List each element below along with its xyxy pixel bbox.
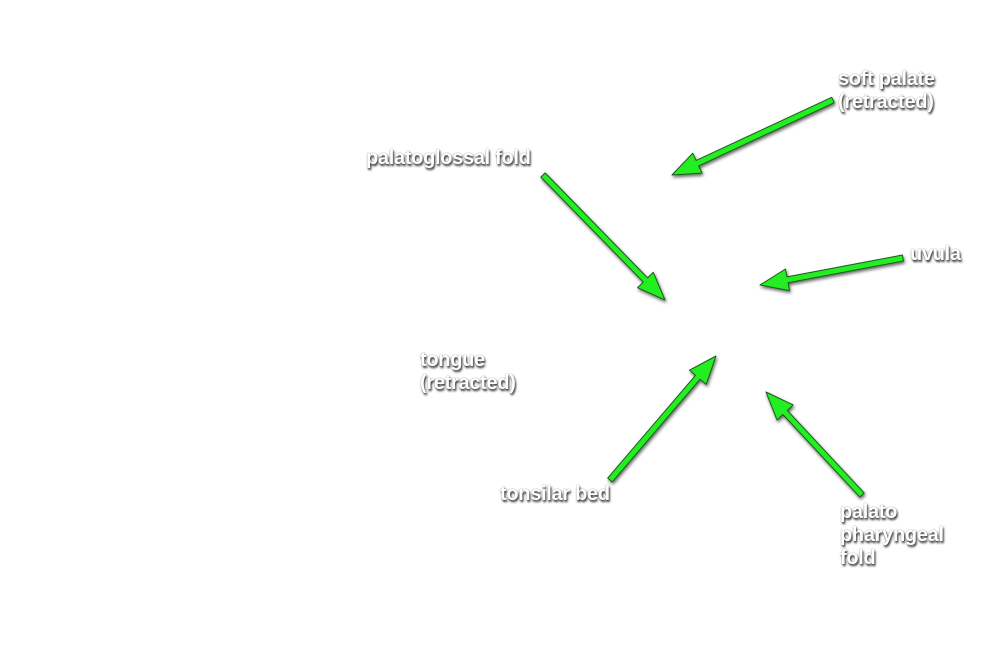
label-palatoglossal-fold: palatoglossal fold [366,147,531,170]
label-palatopharyngeal-fold: palato pharyngeal fold [840,501,944,570]
label-line: palatoglossal fold [366,147,531,169]
label-line: soft palate [838,68,935,90]
label-soft-palate: soft palate (retracted) [838,68,935,114]
arrow-palatoglossal-fold-icon [540,172,666,301]
arrow-tonsilar-bed-icon [607,355,717,483]
label-tonsilar-bed: tonsilar bed [500,483,610,506]
arrow-palatopharyngeal-fold-icon [765,391,865,498]
arrow-soft-palate-icon [671,96,835,176]
label-line: tongue [420,349,485,371]
label-line: fold [840,547,876,569]
label-line: palato [840,501,898,523]
label-tongue: tongue (retracted) [420,349,516,395]
label-line: uvula [910,243,961,265]
arrow-uvula-icon [759,254,905,292]
label-line: pharyngeal [840,524,944,546]
label-line: tonsilar bed [500,483,610,505]
label-uvula: uvula [910,243,961,266]
label-line: (retracted) [420,372,516,394]
label-line: (retracted) [838,91,934,113]
